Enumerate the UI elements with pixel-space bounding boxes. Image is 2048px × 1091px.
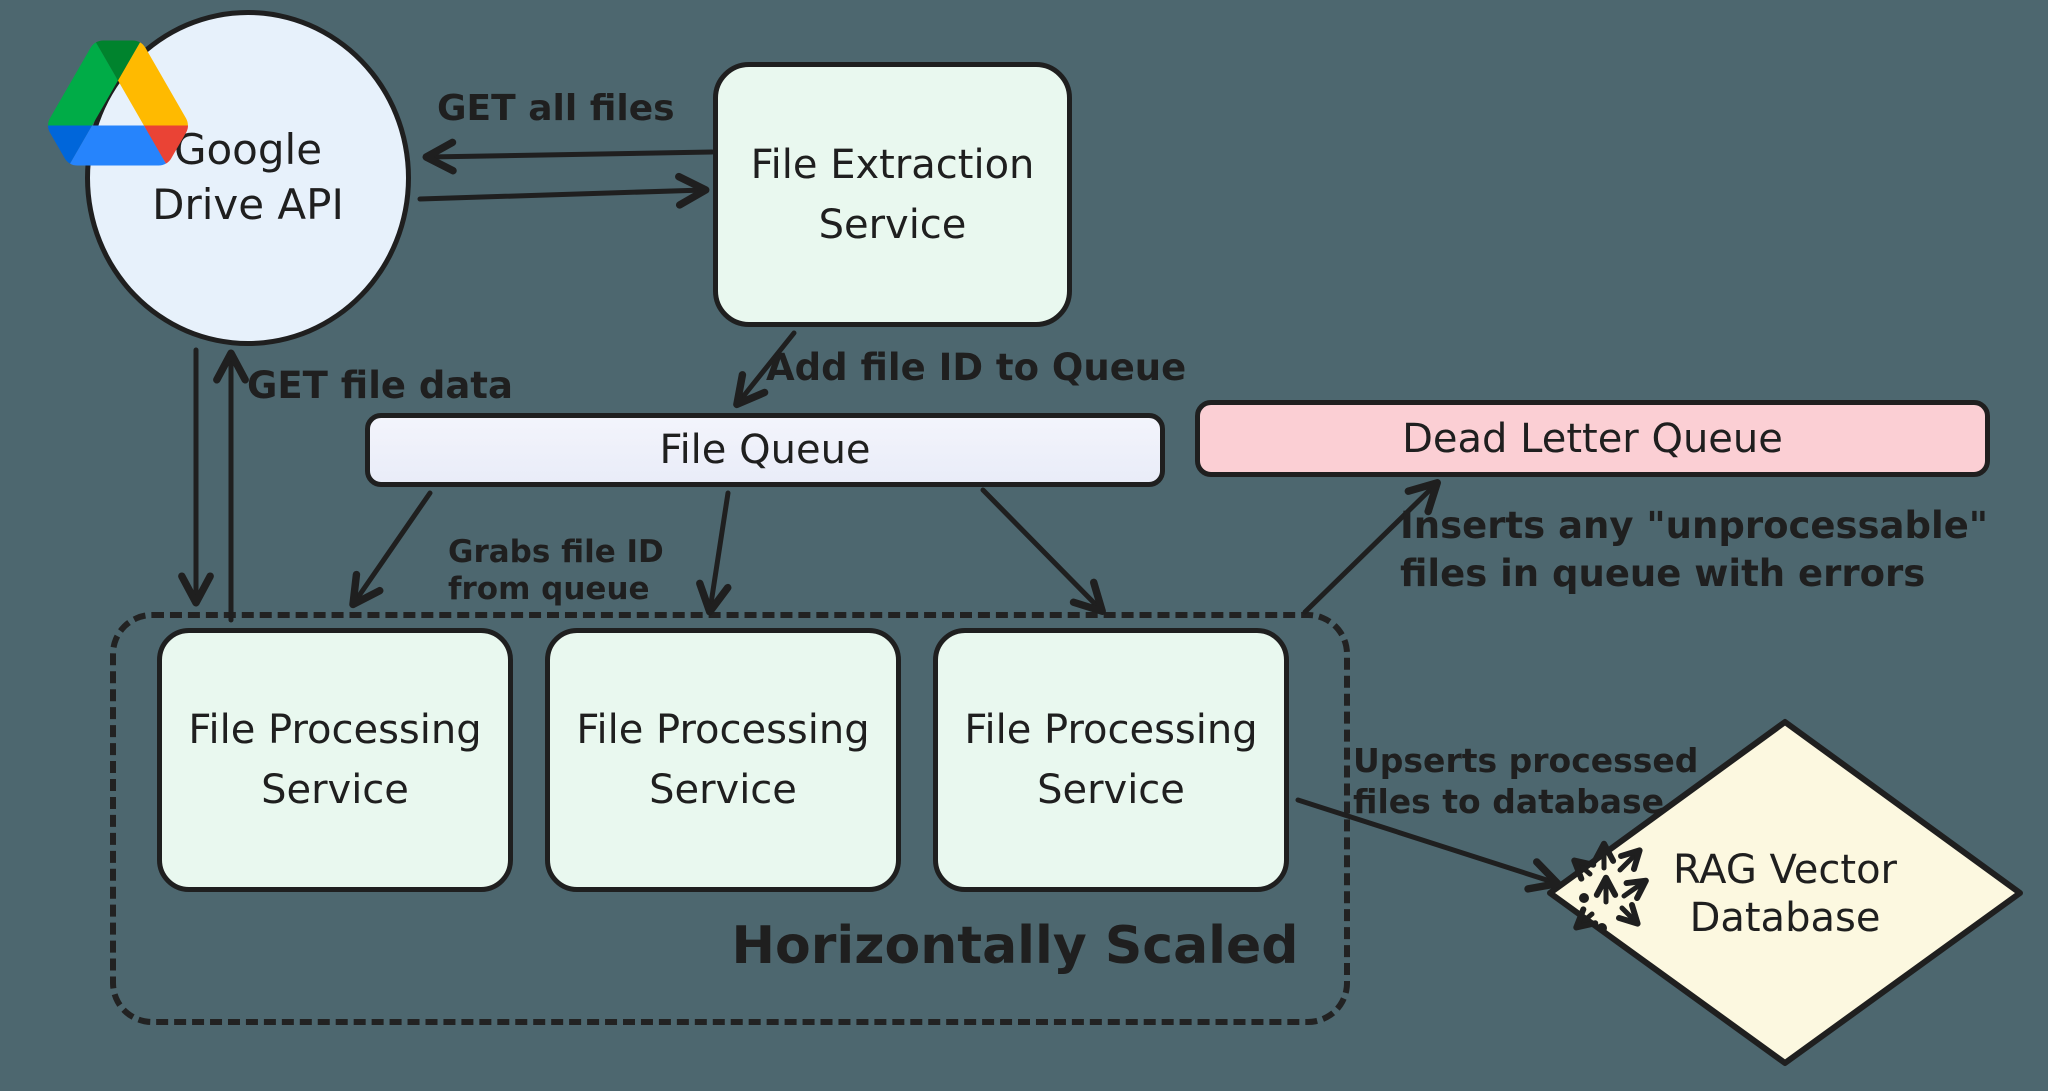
edge-label-line: Grabs file ID bbox=[448, 534, 664, 570]
node-label: RAG Vector bbox=[1672, 847, 1897, 893]
edge-label-line: from queue bbox=[448, 571, 650, 608]
node-label: Drive API bbox=[152, 180, 344, 229]
rag-vector-database-shape bbox=[1547, 719, 2023, 1066]
node-label: Service bbox=[649, 767, 797, 813]
node-label: Service bbox=[261, 767, 409, 813]
edge-label-grabs-file-id: Grabs file ID from queue bbox=[448, 534, 664, 608]
edge-label-line: Inserts any "unprocessable" bbox=[1400, 504, 1989, 547]
node-label: Service bbox=[818, 201, 967, 248]
edge-label-line: Upserts processed bbox=[1353, 741, 1699, 780]
node-label: File Processing bbox=[964, 707, 1258, 753]
google-drive-logo-icon bbox=[48, 40, 188, 166]
vector-scatter-icon bbox=[1571, 840, 1649, 933]
group-label-horizontally-scaled: Horizontally Scaled bbox=[731, 916, 1299, 976]
node-google-drive-api: Google Drive API bbox=[85, 10, 411, 346]
node-label: File Extraction bbox=[750, 141, 1035, 188]
edge-label-upserts-processed: Upserts processed files to database bbox=[1353, 740, 1698, 823]
node-label: Google bbox=[173, 125, 323, 175]
node-label: File Processing bbox=[188, 707, 482, 753]
edge-label-line: files to database bbox=[1353, 782, 1665, 822]
edge-label-get-file-data: GET file data bbox=[247, 364, 513, 407]
node-label: File Queue bbox=[659, 427, 871, 473]
node-file-processing-service-2: File Processing Service bbox=[545, 628, 901, 892]
edge-label-add-file-id-to-queue: Add file ID to Queue bbox=[766, 346, 1187, 389]
edge-label-line: files in queue with errors bbox=[1400, 552, 1926, 596]
node-file-extraction-service: File Extraction Service bbox=[713, 62, 1072, 327]
node-label: Dead Letter Queue bbox=[1402, 415, 1783, 462]
edge-label-inserts-unprocessable: Inserts any "unprocessable" files in que… bbox=[1400, 502, 1988, 598]
node-rag-vector-database: RAG Vector Database bbox=[1640, 846, 1930, 942]
node-dead-letter-queue: Dead Letter Queue bbox=[1195, 400, 1990, 477]
node-label: File Processing bbox=[576, 707, 870, 753]
node-label: Database bbox=[1689, 895, 1881, 941]
node-file-processing-service-1: File Processing Service bbox=[157, 628, 513, 892]
node-label: Service bbox=[1037, 767, 1185, 813]
edge-label-get-all-files: GET all files bbox=[437, 88, 675, 129]
node-file-processing-service-3: File Processing Service bbox=[933, 628, 1289, 892]
node-file-queue: File Queue bbox=[365, 413, 1165, 487]
